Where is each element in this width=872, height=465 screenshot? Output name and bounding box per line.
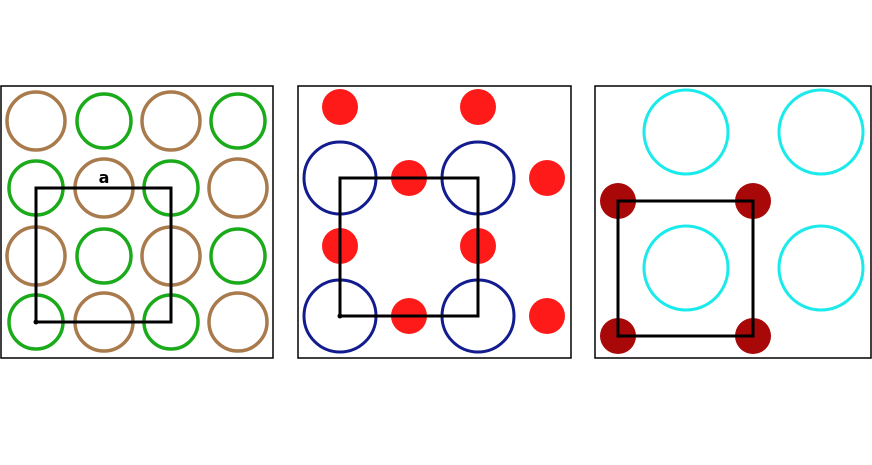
red-atom [529,160,565,196]
brown-atom [140,90,202,152]
cell-edge-label: a [99,168,110,187]
green-atom [209,92,267,150]
panel-1: a [0,85,274,359]
cyan-atom [777,88,865,176]
panel-1-frame [0,85,274,359]
green-atom [209,227,267,285]
origin-dot [337,313,343,319]
unit-cell-square [616,199,755,338]
unit-cell-square [338,176,480,318]
red-atom [322,89,358,125]
brown-atom [207,291,269,353]
brown-atom [5,90,67,152]
brown-atom [207,157,269,219]
cyan-atom [642,224,730,312]
origin-dot [33,319,39,325]
panel-2 [297,85,572,359]
panel-2-frame [297,85,572,359]
red-atom [460,89,496,125]
green-atom [75,92,133,150]
green-atom [75,227,133,285]
red-atom [529,298,565,334]
cyan-atom [777,224,865,312]
cyan-atom [642,88,730,176]
unit-cell-square [34,186,173,324]
panel-3-frame [594,85,872,359]
panel-3 [594,85,872,359]
